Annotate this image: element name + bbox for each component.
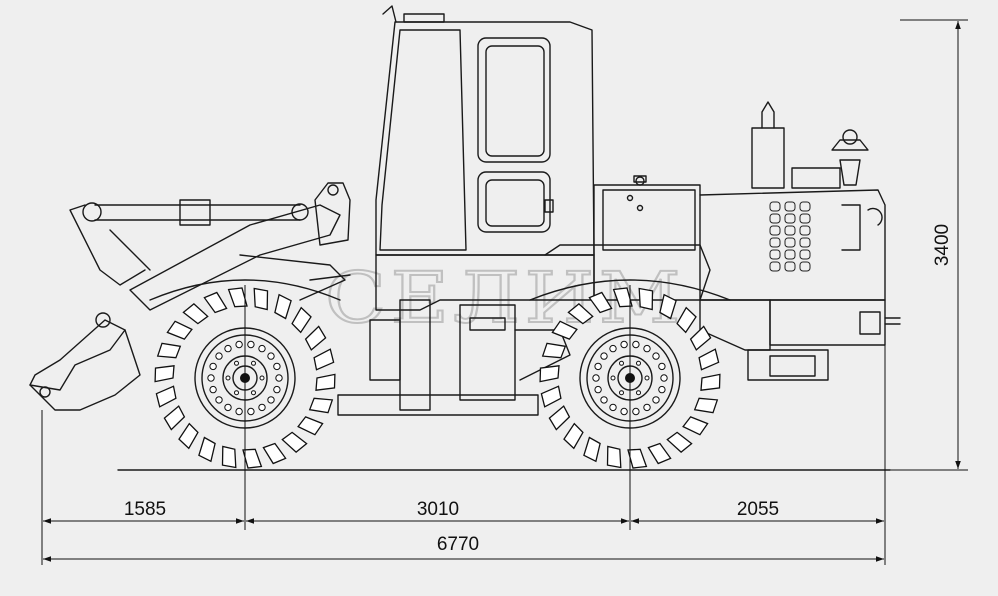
tyre-lug: [203, 291, 228, 314]
tyre-lug: [539, 365, 560, 383]
tyre-lug: [583, 436, 601, 463]
rear-wheel: [539, 287, 721, 469]
front-wheel: [154, 287, 336, 469]
wheel-bolt: [267, 352, 275, 360]
wheel-bolt: [258, 344, 266, 353]
tyre-lug: [689, 325, 712, 351]
wheel-bolt: [594, 362, 602, 371]
wheel-bolt: [273, 385, 281, 394]
rear-frame: [699, 299, 901, 381]
tyre-lug: [700, 373, 721, 391]
tyre-lug: [227, 287, 248, 308]
wheel-bolt: [594, 385, 602, 394]
wheel-bolt: [652, 352, 660, 360]
wheel-bolt: [247, 407, 255, 416]
rear-overhang-label: 2055: [737, 499, 779, 520]
tyre-lug: [638, 287, 654, 311]
tyre-lug: [178, 422, 199, 450]
operator-cab: [375, 5, 595, 256]
tyre-lug: [693, 397, 719, 414]
wheel-bolt: [620, 340, 628, 349]
wheel-bolt: [609, 344, 617, 353]
tyre-lug: [548, 405, 571, 431]
wheel-bolt: [224, 403, 232, 412]
wheel-bolt: [600, 396, 608, 404]
tyre-lug: [659, 293, 677, 320]
tyre-lug: [551, 320, 578, 340]
tyre-lug: [182, 303, 209, 325]
wheel-bolt: [215, 352, 223, 360]
tyre-lug: [154, 365, 175, 383]
wheel-bolt: [643, 403, 651, 412]
tyre-lug: [588, 291, 613, 314]
tyre-lug: [274, 293, 292, 320]
wheel-bolt: [275, 374, 283, 382]
overall-length-label: 6770: [437, 534, 479, 555]
wheel-bolt: [235, 340, 243, 349]
tyre-lug: [313, 348, 335, 371]
tyre-lug: [541, 342, 567, 359]
tyre-lug: [567, 303, 594, 325]
wheel-bolt: [632, 407, 640, 416]
loader-arm-assembly: [29, 182, 351, 411]
wheel-bolt: [247, 340, 255, 349]
tyre-lug: [682, 416, 709, 436]
tyre-lug: [155, 385, 177, 408]
wheel-bolt: [643, 344, 651, 353]
wheel-bolt: [273, 362, 281, 371]
tyre-lug: [647, 442, 672, 465]
wheel-bolt: [658, 385, 666, 394]
tyre-lug: [297, 416, 324, 436]
rear-fender: [529, 279, 731, 301]
tyre-lug: [291, 306, 312, 334]
tyre-lug: [198, 436, 216, 463]
tyre-lug: [163, 405, 186, 431]
wheel-bolt: [600, 352, 608, 360]
tyre-lug: [221, 445, 237, 469]
tyre-lug: [698, 348, 720, 371]
tyre-lug: [606, 445, 622, 469]
front-fender: [149, 279, 341, 301]
wheel-bolt: [207, 374, 215, 382]
wheel-bolt: [652, 396, 660, 404]
wheel-bolt: [620, 407, 628, 416]
wheelbase-label: 3010: [417, 499, 459, 520]
tyre-lug: [676, 306, 697, 334]
tyre-lug: [315, 373, 336, 391]
wheel-bolt: [660, 374, 668, 382]
tyre-lug: [563, 422, 584, 450]
tyre-lug: [253, 287, 269, 311]
tyre-lug: [242, 448, 263, 469]
front-overhang-label: 1585: [124, 499, 166, 520]
tyre-lug: [156, 342, 182, 359]
tyre-lug: [262, 442, 287, 465]
wheel-bolt: [592, 374, 600, 382]
wheel-bolt: [658, 362, 666, 371]
wheel-bolt: [209, 362, 217, 371]
wheel-bolt: [632, 340, 640, 349]
tyre-lug: [281, 431, 308, 453]
dimension-annotations: 1585 3010 2055 6770 3400: [41, 19, 968, 565]
wheel-bolt: [609, 403, 617, 412]
tyre-lug: [612, 287, 633, 308]
tyre-lug: [304, 325, 327, 351]
wheel-bolt: [209, 385, 217, 394]
tyre-lug: [540, 385, 562, 408]
wheel-bolt: [215, 396, 223, 404]
tyre-lug: [627, 448, 648, 469]
tyre-lug: [166, 320, 193, 340]
engine-grille: [769, 201, 811, 272]
overall-height-label: 3400: [932, 224, 953, 266]
tyre-lug: [308, 397, 334, 414]
tyre-lug: [666, 431, 693, 453]
wheel-bolt: [267, 396, 275, 404]
wheel-bolt: [224, 344, 232, 353]
wheel-bolt: [235, 407, 243, 416]
wheel-bolt: [258, 403, 266, 412]
